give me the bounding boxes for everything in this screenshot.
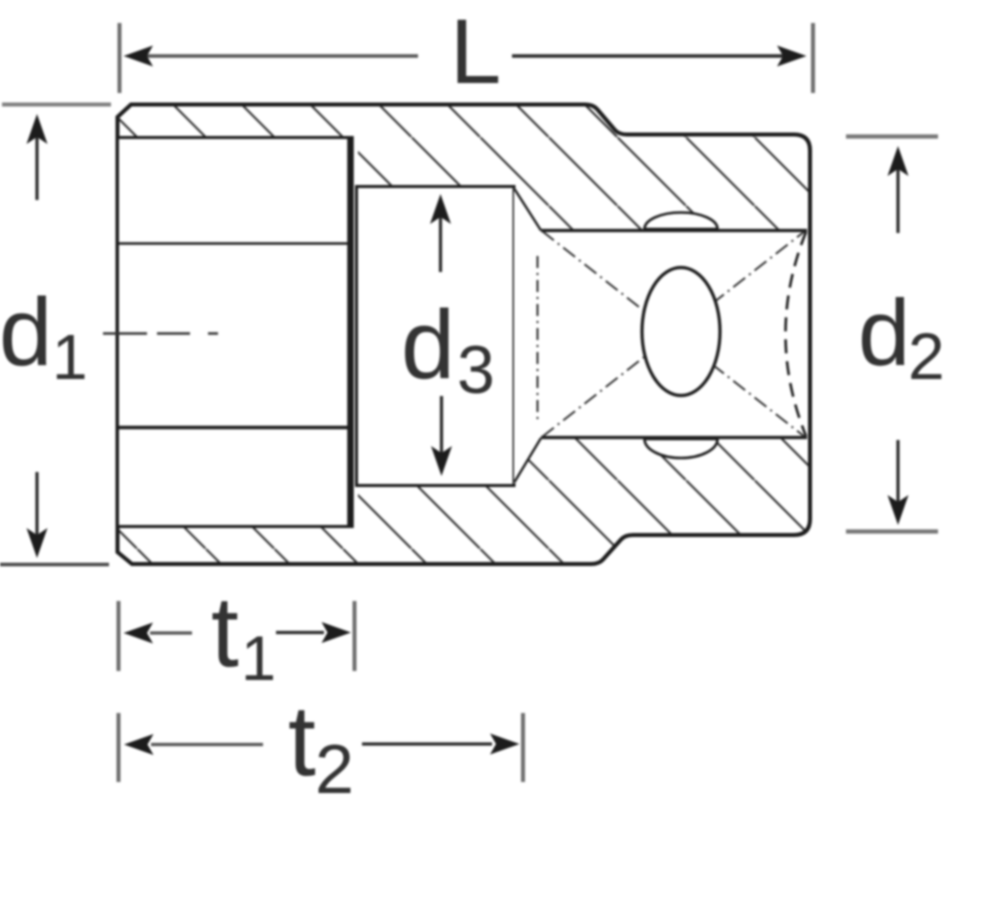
svg-text:3: 3 [457, 332, 495, 408]
svg-text:t: t [211, 576, 239, 688]
svg-text:t: t [288, 685, 316, 797]
svg-text:1: 1 [241, 624, 276, 694]
svg-text:2: 2 [908, 319, 945, 393]
svg-text:d: d [0, 279, 52, 386]
svg-text:1: 1 [52, 321, 88, 393]
svg-text:d: d [858, 280, 910, 385]
svg-text:d: d [401, 290, 455, 399]
svg-text:L: L [450, 1, 501, 103]
svg-text:2: 2 [315, 730, 354, 808]
